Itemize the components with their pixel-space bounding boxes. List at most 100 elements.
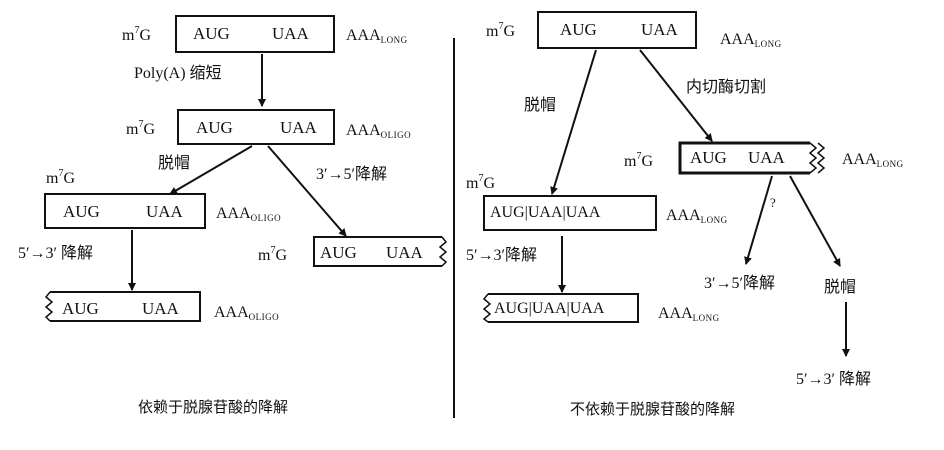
cap-label: m7G [486,22,515,40]
arrow [169,145,253,195]
cap-g: G [275,247,288,264]
tail-base: AAA [720,31,755,48]
tail-long: LONG [754,39,782,49]
cap-label: m7G [466,174,495,192]
arrow [550,49,597,195]
polya-tail: AAALONG [666,208,728,225]
step-3to5: 3′→5′降解 [704,275,776,292]
cap-m: m [486,23,499,40]
polya-tail: AAAOLIGO [216,206,281,223]
stop-codon: UAA [272,24,309,43]
jagged-end [816,142,826,174]
step-endonuclease: 内切酶切割 [686,79,767,96]
right-caption: 不依赖于脱腺苷酸的降解 [570,400,736,418]
mrna-box [483,195,657,231]
jagged-end [44,291,54,322]
polya-tail: AAALONG [842,152,904,169]
mrna-box-degraded [50,291,201,322]
start-codon: AUG [690,148,727,167]
mrna-box-degraded [313,236,442,267]
tail-base: AAA [346,27,381,44]
cap-sup: 7 [498,21,504,32]
step-decap-2: 脱帽 [824,279,857,296]
cap-m: m [258,247,271,264]
tail-base: AAA [214,304,249,321]
question-mark: ? [770,195,776,210]
cap-sup: 7 [138,119,144,130]
stop-codon: UAA [748,148,785,167]
cap-g: G [63,170,76,187]
mrna-box [44,193,206,229]
start-codon: AUG [560,20,597,39]
polya-tail: AAAOLIGO [346,123,411,140]
start-codon: AUG [320,243,357,262]
tail-long: LONG [876,159,904,169]
arrow [744,175,773,265]
step-polya-shortening: Poly(A) 缩短 [134,65,222,82]
jagged-end [808,142,818,174]
cap-sup: 7 [478,173,484,184]
stop-codon: UAA [641,20,678,39]
cap-m: m [126,121,139,138]
polya-tail: AAALONG [720,32,782,49]
start-codon: AUG [63,202,100,221]
cap-sup: 7 [270,245,276,256]
cap-g: G [483,175,496,192]
mrna-box-cut [678,141,810,175]
codon-sequence: AUG|UAA|UAA [494,300,605,317]
tail-long: LONG [380,35,408,45]
cap-label: m7G [46,169,75,187]
cap-sup: 7 [134,25,140,36]
mrna-box [175,15,335,53]
cap-g: G [139,27,152,44]
tail-base: AAA [346,122,381,139]
cap-label: m7G [258,246,287,264]
step-decap: 脱帽 [158,155,191,172]
cap-label: m7G [122,26,151,44]
tail-base: AAA [658,305,693,322]
arrow [267,145,347,237]
cap-m: m [466,175,479,192]
step-5to3: 5′→3′ 降解 [18,245,94,262]
cap-g: G [143,121,156,138]
polya-tail: AAALONG [346,28,408,45]
tail-long: LONG [692,313,720,323]
cap-sup: 7 [58,168,64,179]
cap-m: m [46,170,59,187]
arrow [789,175,841,267]
cap-sup: 7 [636,151,642,162]
step-5to3-final: 5′→3′ 降解 [796,371,872,388]
polya-tail: AAALONG [658,306,720,323]
mrna-box [177,109,335,145]
tail-base: AAA [842,151,877,168]
jagged-end [482,293,492,323]
step-3to5: 3′→5′降解 [316,166,388,183]
start-codon: AUG [196,118,233,137]
cap-g: G [641,153,654,170]
left-caption: 依赖于脱腺苷酸的降解 [138,398,289,416]
jagged-end [438,236,448,267]
start-codon: AUG [193,24,230,43]
tail-oligo: OLIGO [248,312,280,322]
tail-base: AAA [216,205,251,222]
stop-codon: UAA [280,118,317,137]
mrna-box [537,11,697,49]
tail-oligo: OLIGO [250,213,282,223]
cap-m: m [122,27,135,44]
polya-tail: AAAOLIGO [214,305,279,322]
start-codon: AUG [62,299,99,318]
mrna-box-degraded [488,293,639,323]
cap-g: G [503,23,516,40]
tail-oligo: OLIGO [380,130,412,140]
stop-codon: UAA [386,243,423,262]
codon-sequence: AUG|UAA|UAA [490,204,601,221]
tail-long: LONG [700,215,728,225]
tail-base: AAA [666,207,701,224]
stop-codon: UAA [142,299,179,318]
step-5to3: 5′→3′降解 [466,247,538,264]
cap-m: m [624,153,637,170]
arrow [639,49,713,142]
cap-label: m7G [126,120,155,138]
stop-codon: UAA [146,202,183,221]
